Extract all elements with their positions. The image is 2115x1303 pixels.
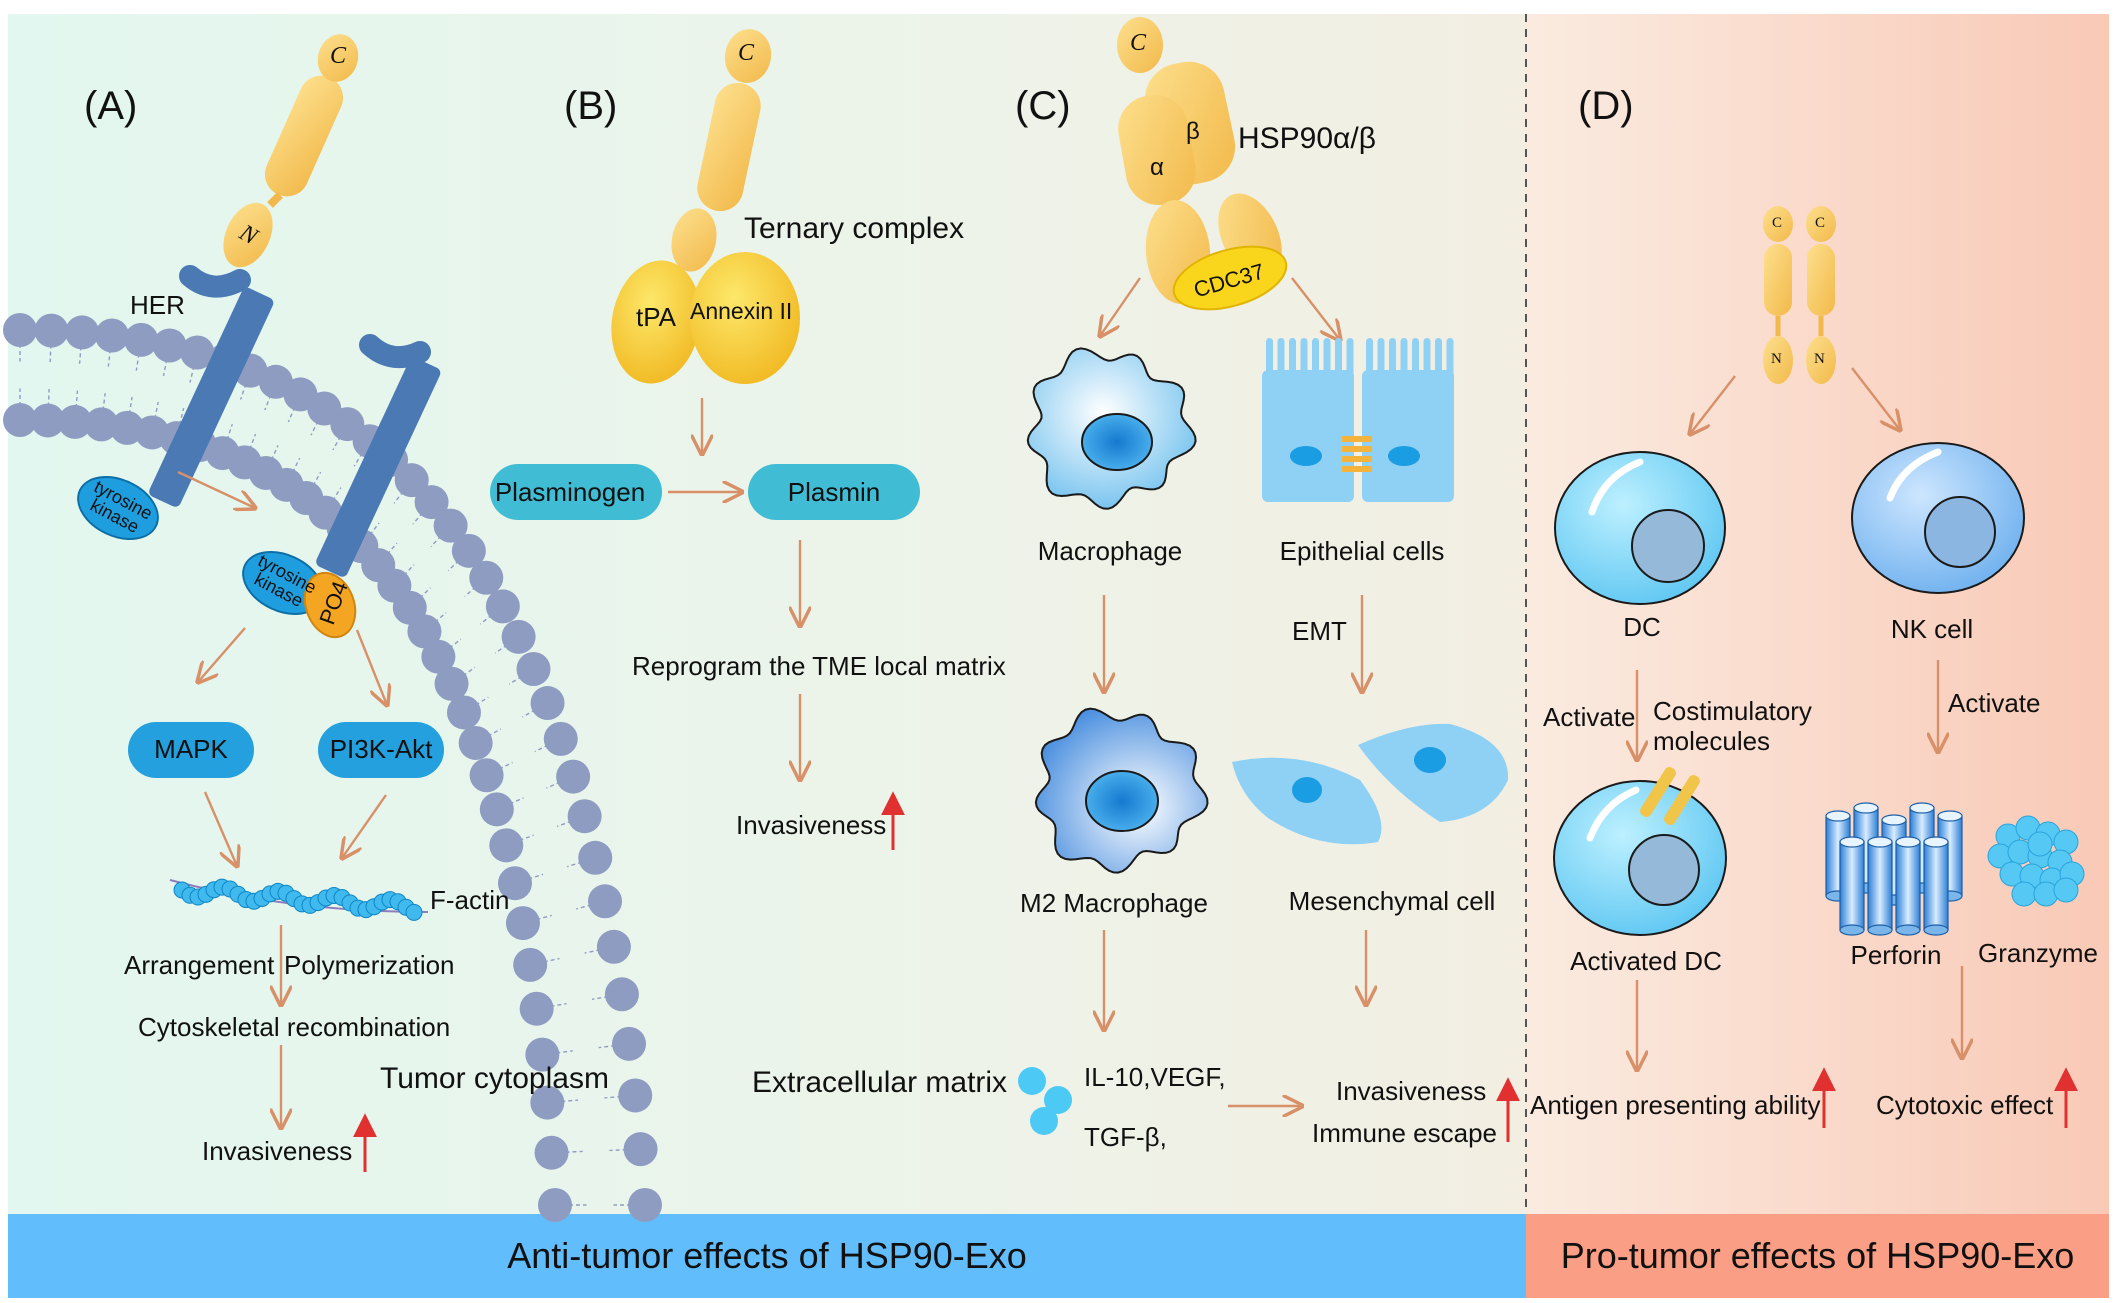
macrophage-icon [1026, 347, 1197, 510]
anti-tumor-banner: Anti-tumor effects of HSP90-Exo [507, 1235, 1027, 1276]
up-arrow-icon [353, 791, 2078, 1172]
cytokines-label-1: IL-10,VEGF, [1084, 1062, 1226, 1092]
pi3k-pill-bg [318, 722, 444, 778]
immune-escape-label: Immune escape [1312, 1118, 1497, 1148]
dc-label: DC [1623, 612, 1661, 642]
cytotoxic-effect-label: Cytotoxic effect [1876, 1090, 2054, 1120]
arrangement-label: Arrangement [124, 950, 275, 980]
hsp90-ab-icon [1117, 17, 1288, 311]
invasiveness-b-label: Invasiveness [736, 810, 887, 840]
plasminogen-label: Plasminogen [494, 477, 646, 507]
antigen-presenting-label: Antigen presenting ability [1530, 1090, 1821, 1120]
hsp-alpha-label: α [1150, 154, 1164, 181]
epithelial-label: Epithelial cells [1279, 536, 1445, 566]
hsp-beta-label: β [1186, 118, 1200, 145]
flow-arrow-icon [668, 398, 800, 780]
flow-arrow-icon [1100, 277, 1366, 1106]
mapk-pill-bg [128, 722, 254, 778]
mapk-label: MAPK [154, 734, 228, 764]
perforin-label: Perforin [1850, 940, 1942, 970]
pro-tumor-background [1526, 14, 2109, 1214]
hsp-d-c1-label: C [1772, 215, 1783, 231]
tpa-label: tPA [636, 302, 676, 332]
perforin-icon [1825, 802, 1963, 936]
flow-arrow-icon [1637, 367, 1962, 1070]
granzyme-label: Granzyme [1978, 938, 2098, 968]
activate-1-label: Activate [1543, 702, 1636, 732]
her-label: HER [130, 290, 185, 320]
dendritic-cell-icon [1554, 451, 1726, 605]
hsp-b-c-label: C [738, 40, 755, 66]
pro-banner-bg [1526, 1214, 2109, 1298]
factin-label: F-actin [430, 885, 510, 915]
reprogram-label: Reprogram the TME local matrix [632, 651, 1006, 681]
hsp-d-n1-label: N [1771, 351, 1782, 367]
tumor-cytoplasm-label: Tumor cytoplasm [380, 1062, 609, 1095]
activated-dc-icon [1553, 766, 1727, 936]
cytoskeletal-label: Cytoskeletal recombination [138, 1012, 451, 1042]
nk-cell-label: NK cell [1890, 614, 1974, 644]
m2-macrophage-icon [1034, 707, 1209, 874]
ternary-complex-label: Ternary complex [744, 212, 965, 245]
plasmin-label: Plasmin [787, 477, 881, 507]
panel-label-b: (B) [564, 84, 618, 128]
mesenchymal-label: Mesenchymal cell [1288, 886, 1496, 916]
hsp-d-c2-label: C [1815, 215, 1826, 231]
hsp-d-n2-label: N [1814, 351, 1825, 367]
hsp90-b-icon [611, 29, 800, 384]
emt-label: EMT [1292, 616, 1347, 646]
m2-macrophage-label: M2 Macrophage [1020, 888, 1208, 918]
panel-label-c: (C) [1015, 84, 1071, 128]
granzyme-icon [1987, 815, 2085, 907]
invasiveness-c-label: Invasiveness [1336, 1076, 1487, 1106]
hsp-c-c-label: C [1130, 30, 1147, 56]
receptor-icon [77, 265, 441, 639]
mesenchymal-cell-icon [1232, 723, 1509, 845]
hsp90-dimer-icon [1763, 206, 1836, 384]
panel-label-d: (D) [1578, 84, 1634, 128]
ecm-label: Extracellular matrix [752, 1066, 1008, 1099]
factin-icon [169, 878, 429, 921]
cytokine-icon [1018, 1067, 1072, 1135]
macrophage-label: Macrophage [1037, 536, 1183, 566]
flow-arrow-icon [177, 470, 387, 1128]
nk-cell-icon [1851, 442, 2025, 594]
panel-label-a: (A) [84, 84, 138, 128]
hsp-c-label: C [330, 43, 347, 69]
hsp90-icon [223, 34, 359, 268]
hsp90ab-label: HSP90α/β [1238, 122, 1376, 155]
pi3k-label: PI3K-Akt [329, 734, 433, 764]
costimulatory-label: Costimulatory molecules [1653, 696, 1812, 756]
invasiveness-a-label: Invasiveness [202, 1136, 353, 1166]
epithelial-cell-icon [1262, 338, 1454, 502]
cytokines-label-2: TGF-β, [1084, 1122, 1167, 1152]
anti-banner-bg [8, 1214, 1526, 1298]
annexin-label: Annexin II [690, 298, 793, 324]
activate-2-label: Activate [1948, 688, 2041, 718]
activated-dc-label: Activated DC [1570, 946, 1722, 976]
plasmin-pill-bg [748, 464, 920, 520]
plasminogen-pill-bg [490, 464, 662, 520]
pro-tumor-banner: Pro-tumor effects of HSP90-Exo [1560, 1235, 2075, 1276]
polymerization-label: Polymerization [284, 950, 455, 980]
